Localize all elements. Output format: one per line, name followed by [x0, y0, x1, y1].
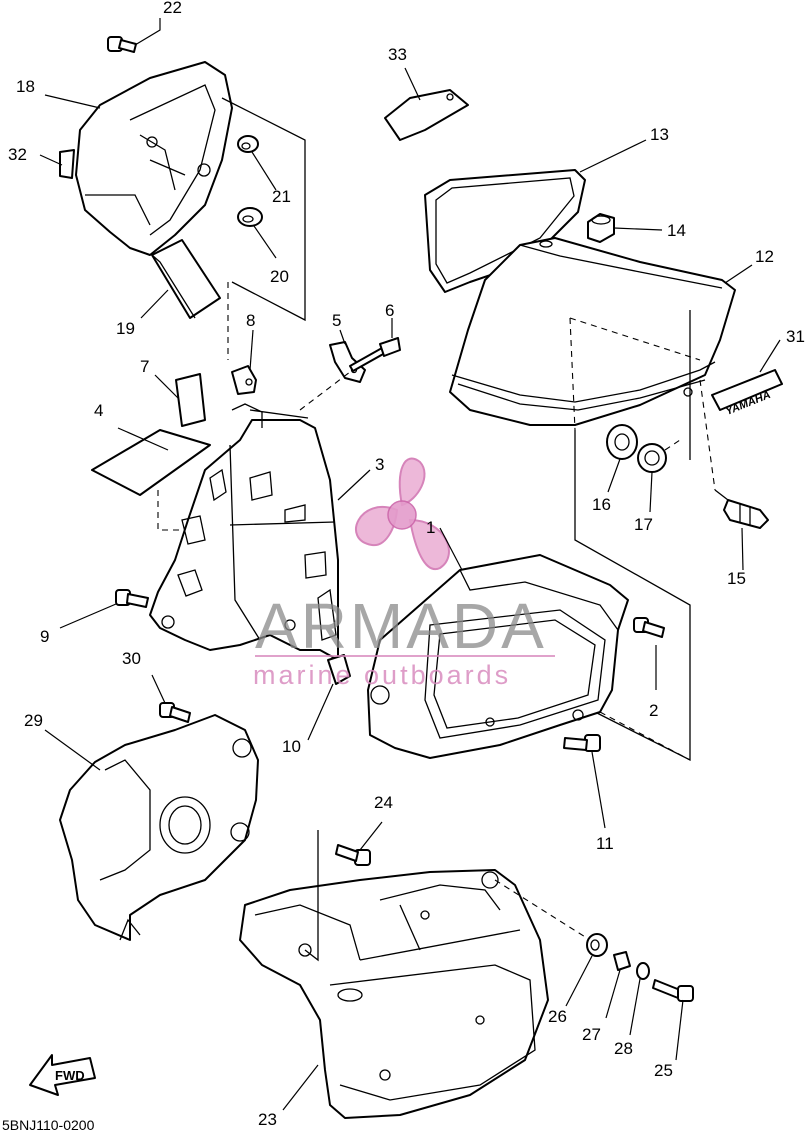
- callout-12: 12: [755, 247, 774, 266]
- part-3-main-bracket: [149, 403, 339, 661]
- part-30-bolt: [159, 702, 191, 723]
- part-27-collar: [613, 951, 631, 971]
- fwd-arrow-icon: FWD: [29, 1054, 96, 1096]
- callout-8: 8: [246, 311, 255, 330]
- callout-11: 11: [596, 834, 614, 853]
- bracket-guide-lines: [221, 97, 306, 322]
- part-9-bolt: [115, 589, 149, 608]
- part-31-emblem: YAMAHA: [711, 369, 783, 418]
- part-24-bolt: [335, 844, 371, 866]
- part-28-washer: [636, 962, 650, 980]
- part-21-grommet: [237, 135, 259, 153]
- callout-23: 23: [258, 1110, 277, 1129]
- part-4-pad: [91, 429, 211, 496]
- callout-25: 25: [654, 1061, 673, 1080]
- part-22-bolt: [107, 36, 137, 53]
- callout-32: 32: [8, 145, 27, 164]
- callout-30: 30: [122, 649, 141, 668]
- propeller-logo-icon: [355, 457, 450, 571]
- part-6-screw: [349, 337, 401, 372]
- part-2-bolt: [633, 617, 665, 638]
- part-32-tab: [59, 149, 75, 179]
- watermark-tagline: marine outboards: [253, 660, 511, 690]
- part-7-pad: [175, 373, 206, 427]
- part-20-grommet: [237, 207, 263, 227]
- callout-15: 15: [727, 569, 746, 588]
- callout-7: 7: [140, 357, 149, 376]
- part-12-tank-cover: [449, 237, 736, 426]
- part-14-grommet: [587, 213, 615, 243]
- callout-22: 22: [163, 0, 182, 17]
- callout-2: 2: [649, 701, 658, 720]
- callout-14: 14: [667, 221, 686, 240]
- diagram-code: 5BNJ110-0200: [2, 1117, 95, 1133]
- fwd-label: FWD: [55, 1068, 85, 1083]
- part-26-grommet: [586, 933, 608, 957]
- callout-4: 4: [94, 401, 103, 420]
- callout-28: 28: [614, 1039, 633, 1058]
- callout-31: 31: [786, 327, 805, 346]
- part-16-ring: [606, 424, 638, 460]
- callout-1: 1: [426, 518, 435, 537]
- watermark-logo: ARMADA marine outboards: [253, 457, 555, 690]
- leader-lines: [39, 18, 781, 1111]
- callout-33: 33: [388, 45, 407, 64]
- callout-10: 10: [282, 737, 301, 756]
- callout-19: 19: [116, 319, 135, 338]
- callout-29: 29: [24, 711, 43, 730]
- callout-27: 27: [582, 1025, 601, 1044]
- part-17-grommet: [637, 439, 681, 473]
- part-19-foam-block: [151, 239, 221, 319]
- part-23-lower-cover: [239, 869, 549, 1119]
- part-11-bolt: [563, 734, 601, 752]
- callout-13: 13: [650, 125, 669, 144]
- part-18-upper-cover: [75, 61, 233, 256]
- callout-24: 24: [374, 793, 393, 812]
- part-8-clip: [231, 365, 257, 395]
- callout-17: 17: [634, 515, 653, 534]
- part-25-bolt: [652, 979, 694, 1002]
- watermark-brand: ARMADA: [255, 590, 547, 662]
- part-33-pad: [384, 89, 469, 141]
- callout-18: 18: [16, 77, 35, 96]
- callout-21: 21: [272, 187, 291, 206]
- callout-5: 5: [332, 311, 341, 330]
- callout-16: 16: [592, 495, 611, 514]
- part-29-side-cover: [59, 714, 259, 941]
- callout-labels: 1 2 3 4 5 6 7 8 9 10 11 12 13 14 15 16 1…: [8, 0, 805, 1129]
- part-15-fuel-cap-valve: [699, 379, 769, 529]
- callout-20: 20: [270, 267, 289, 286]
- callout-3: 3: [375, 455, 384, 474]
- callout-6: 6: [385, 301, 394, 320]
- callout-26: 26: [548, 1007, 567, 1026]
- callout-9: 9: [40, 627, 49, 646]
